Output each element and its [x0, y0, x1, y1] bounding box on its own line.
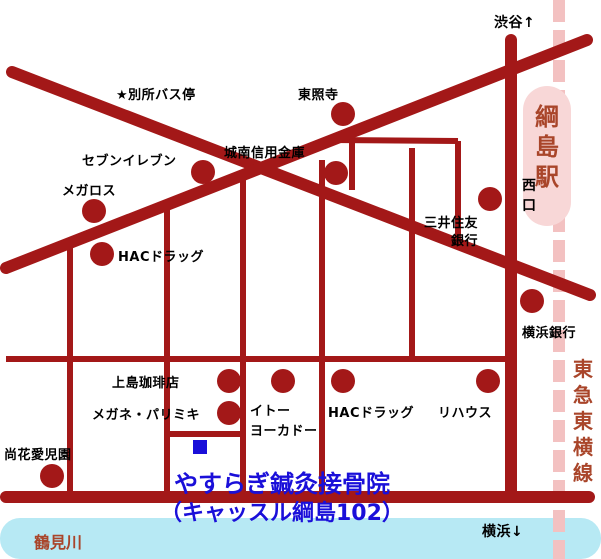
- clinic-marker: [193, 440, 207, 454]
- ueshima-coffee-label: 上島珈琲店: [112, 376, 180, 391]
- mitsui-sumitomo-label: 三井住友 銀行: [424, 216, 479, 249]
- ito-yokado-marker: [271, 369, 295, 393]
- railway-name: 東急東横線: [573, 357, 593, 485]
- north-direction-label: 渋谷↑: [494, 15, 536, 31]
- hac-drug-1-label: HACドラッグ: [118, 250, 204, 265]
- landmark-markers: [40, 102, 544, 488]
- hac-drug-1-marker: [90, 242, 114, 266]
- shoka-aijien-marker: [40, 464, 64, 488]
- shoka-aijien-label: 尚花愛児園: [4, 448, 72, 463]
- yokohama-bank-marker: [520, 289, 544, 313]
- station-name: 綱島駅: [535, 103, 559, 191]
- station-box: [523, 86, 571, 226]
- tsurumi-river: [0, 518, 601, 559]
- clinic-address: （キャッスル綱島102）: [160, 501, 404, 526]
- station-exit-label: 西口: [522, 178, 537, 214]
- minor-roads: [6, 137, 517, 497]
- river-name: 鶴見川: [34, 533, 83, 552]
- rihouse-marker: [476, 369, 500, 393]
- megane-paris-miki-label: メガネ・パリミキ: [92, 408, 201, 423]
- major-roads: [0, 34, 596, 503]
- hac-drug-2-marker: [331, 369, 355, 393]
- hac-drug-2-label: HACドラッグ: [328, 406, 414, 421]
- megalos-marker: [82, 199, 106, 223]
- bus-stop-label: ★別所バス停: [116, 88, 196, 103]
- tosho-ji-marker: [331, 102, 355, 126]
- jonan-shinkin-marker: [324, 161, 348, 185]
- ito-yokado-label: イトー ヨーカドー: [250, 404, 318, 439]
- tosho-ji-label: 東照寺: [298, 88, 339, 103]
- jonan-shinkin-label: 城南信用金庫: [224, 146, 306, 161]
- south-direction-label: 横浜↓: [482, 524, 524, 540]
- megalos-label: メガロス: [62, 184, 117, 199]
- mitsui-sumitomo-marker: [478, 187, 502, 211]
- seven-eleven-marker: [191, 160, 215, 184]
- yokohama-bank-label: 横浜銀行: [522, 326, 577, 341]
- megane-paris-miki-marker: [217, 401, 241, 425]
- seven-eleven-label: セブンイレブン: [82, 154, 177, 169]
- rihouse-label: リハウス: [438, 406, 493, 421]
- clinic-name: やすらぎ鍼灸接骨院: [174, 470, 390, 498]
- ueshima-coffee-marker: [217, 369, 241, 393]
